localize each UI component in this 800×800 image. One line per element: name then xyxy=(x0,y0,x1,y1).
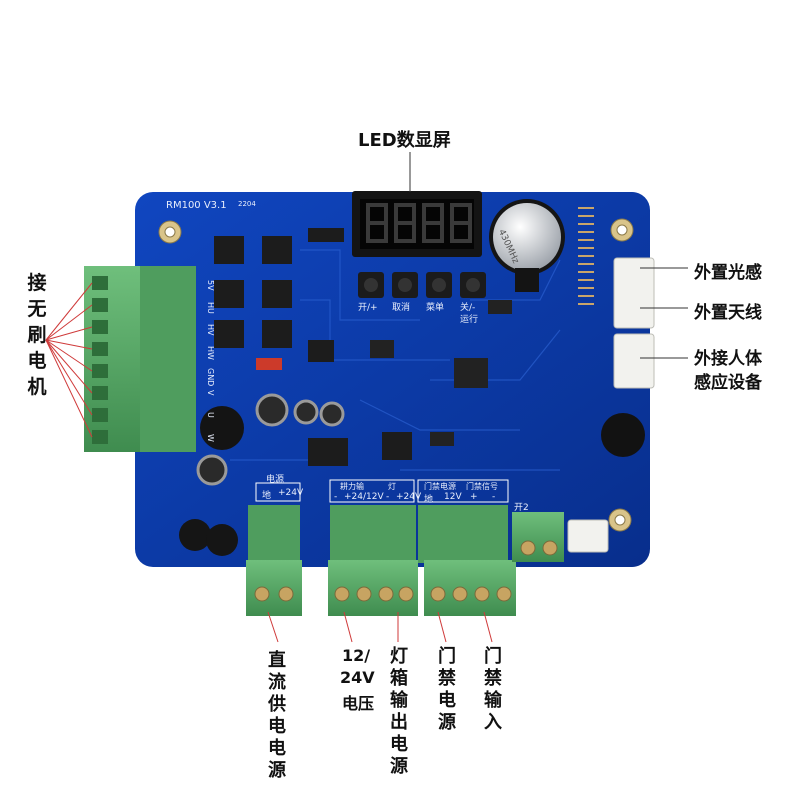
button-label-0: 开/+ xyxy=(358,303,378,313)
motor-pin-labels: 5V HU HV HW GND V U W xyxy=(197,276,215,452)
voltage-label-line2: 24V xyxy=(340,668,375,687)
motor-pin-label: U xyxy=(206,412,215,418)
motor-pin-label: 5V xyxy=(206,280,215,291)
section-title-0: 耕力输 xyxy=(340,482,364,491)
section-pin: - xyxy=(334,492,338,502)
model-silk: RM100 V3.1 xyxy=(166,200,227,211)
motor-pin-label: GND xyxy=(206,368,215,387)
motor-pin-label: HV xyxy=(206,324,215,336)
mosfets xyxy=(214,228,412,466)
motor-annotation-lines xyxy=(45,282,93,438)
section-pin: - xyxy=(386,492,390,502)
capacitors xyxy=(179,358,345,556)
antenna-coil xyxy=(578,207,594,305)
ext-light-label: 外置光感 xyxy=(694,263,762,283)
coin-battery xyxy=(489,199,565,292)
tactile-buttons xyxy=(358,272,486,298)
section-pin: + xyxy=(470,492,478,502)
buzzer xyxy=(601,413,645,457)
power-header: 电源 xyxy=(266,475,285,485)
led-display xyxy=(352,191,482,257)
section-title-1: 灯 xyxy=(388,482,396,491)
motor-terminal xyxy=(84,266,196,452)
ic-chips xyxy=(370,300,512,446)
button-label-1: 取消 xyxy=(392,303,411,313)
section-pin: - xyxy=(492,492,496,502)
motor-pin-label: HW xyxy=(206,346,215,360)
mounting-holes xyxy=(158,218,634,532)
run-label: 运行 xyxy=(460,315,479,325)
motor-pin-label: V xyxy=(206,390,215,396)
ext-pir-label-line2: 感应设备 xyxy=(694,373,762,393)
power-pin-0: 地 xyxy=(262,491,272,501)
ext-antenna-label: 外置天线 xyxy=(694,303,762,323)
voltage-label-line1: 12/ xyxy=(342,646,371,665)
section-title-2: 门禁电源 xyxy=(424,482,456,491)
section-pin: 地 xyxy=(424,495,434,505)
section-title-3: 门禁信号 xyxy=(466,482,498,491)
lightbox-label: 灯箱输出电源 xyxy=(390,646,408,777)
dc-power-label: 直流供电电源 xyxy=(268,650,286,781)
bottom-terminals xyxy=(246,505,564,616)
switch-label: 开2 xyxy=(514,503,529,513)
access-input-label: 门禁输入 xyxy=(484,646,502,733)
motor-label: 接无刷电机 xyxy=(27,272,47,398)
motor-pin-label: W xyxy=(206,434,215,442)
ext-pir-label-line1: 外接人体 xyxy=(694,349,762,369)
power-pin-1: +24V xyxy=(278,488,304,498)
motor-pin-label: HU xyxy=(206,302,215,314)
section-pin: +24V xyxy=(396,492,422,502)
voltage-label-line3: 电压 xyxy=(342,694,375,713)
button-label-3: 关/- xyxy=(460,303,476,313)
section-pin: 12V xyxy=(444,492,462,502)
button-label-2: 菜单 xyxy=(426,303,445,313)
section-pin: +24/12V xyxy=(344,492,384,502)
access-power-label: 门禁电源 xyxy=(438,646,456,733)
date-silk: 2204 xyxy=(238,200,256,208)
white-connectors xyxy=(567,257,655,553)
led-display-label: LED数显屏 xyxy=(358,130,451,151)
